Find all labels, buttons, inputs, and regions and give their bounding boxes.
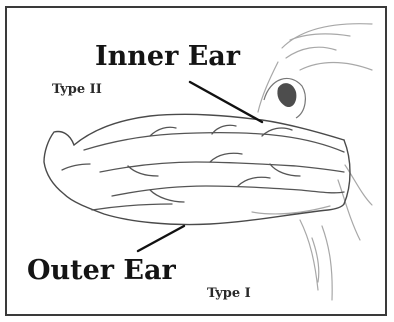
outer-ear-leader-line — [138, 226, 184, 251]
inner-ear-label: Inner Ear — [95, 43, 240, 70]
ear-outline — [44, 114, 350, 224]
type-ii-label: Type II — [52, 83, 102, 96]
ear-veins — [62, 125, 344, 210]
type-i-label: Type I — [207, 287, 251, 300]
outer-ear-label: Outer Ear — [27, 257, 176, 284]
eye-shade — [277, 83, 296, 107]
head-sketch — [252, 24, 372, 300]
